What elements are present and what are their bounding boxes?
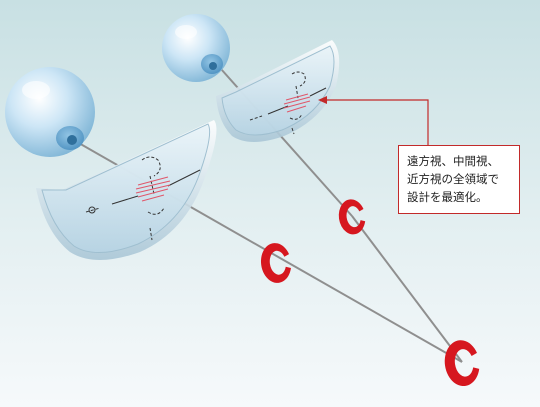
sight-line-right-near — [351, 215, 463, 363]
left-lens-markings — [85, 156, 201, 241]
callout-line-2: 近方視の全領域で — [407, 172, 499, 186]
sight-line-right-far — [212, 59, 353, 217]
callout-line-1: 遠方視、中間視、 — [407, 154, 499, 168]
left-lens — [36, 120, 217, 260]
right-eyeball-icon — [162, 14, 230, 82]
right-lens — [216, 40, 340, 142]
callout-pointer — [318, 96, 429, 145]
landolt-ring-mid-icon — [260, 243, 291, 283]
left-lens-hatch — [135, 176, 171, 202]
landolt-ring-far-icon — [338, 199, 366, 235]
right-lens-hatch — [283, 93, 311, 113]
left-eyeball-icon — [5, 67, 95, 157]
callout-box: 遠方視、中間視、 近方視の全領域で 設計を最適化。 — [398, 145, 520, 214]
landolt-ring-near-icon — [444, 340, 480, 387]
callout-line-3: 設計を最適化。 — [407, 190, 488, 204]
